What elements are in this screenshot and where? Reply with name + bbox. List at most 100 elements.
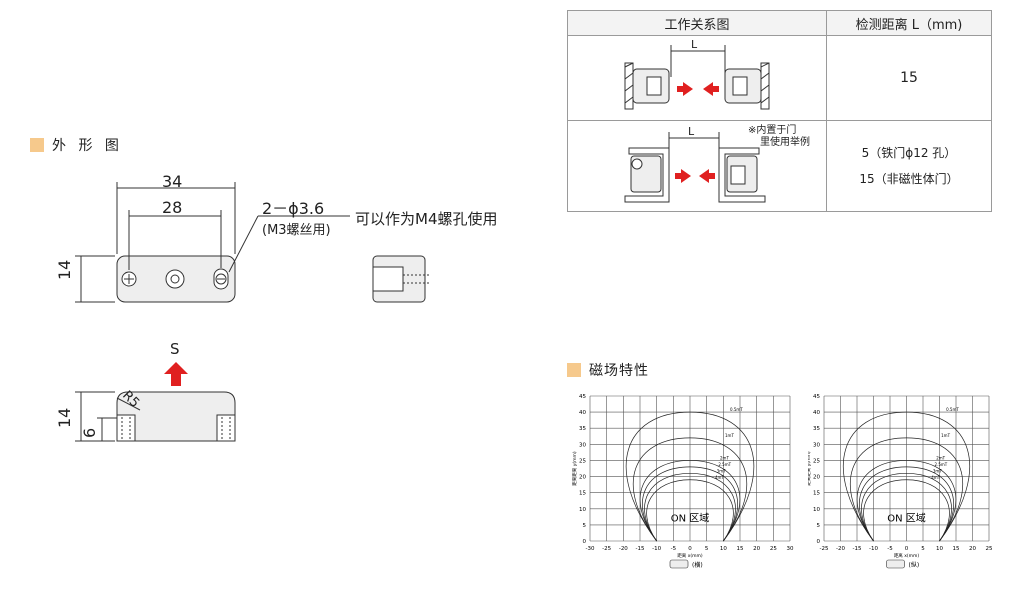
note-line-2: 里使用举例 [760,137,810,148]
curve-label: 0.5mT [730,407,743,412]
x-tick-label: 20 [753,546,760,552]
y-tick-label: 45 [579,394,586,400]
curve-label: 0.5mT [946,407,959,412]
x-tick-label: -5 [671,546,677,552]
hole-spec-label: 2－ϕ3.6 [262,199,325,218]
orientation-icon [886,559,905,569]
field-curve [849,437,964,542]
field-curve [625,411,755,542]
y-tick-label: 40 [579,410,586,416]
x-tick-label: -20 [836,546,845,552]
dim-14-top-label: 14 [55,259,74,280]
col-header-diagram: 工作关系图 [567,10,827,36]
curve-label: 2mT [936,455,945,460]
y-tick-label: 40 [813,410,820,416]
y-tick-label: 5 [817,523,821,529]
x-tick-label: -5 [887,546,893,552]
y-tick-label: 20 [579,475,586,481]
field-curve [856,460,957,542]
y-tick-label: 5 [583,523,587,529]
x-tick-label: 20 [969,546,976,552]
field-curve [861,472,952,542]
outline-drawing [75,182,430,442]
section-marker-icon [567,363,581,377]
curve-label: 4mT [715,475,724,480]
y-tick-label: 45 [813,394,820,400]
on-zone-label: ON 区域 [887,512,926,525]
x-axis-label: 距离 x(mm) [677,552,703,559]
field-curve [632,437,748,542]
x-tick-label: 5 [921,546,925,552]
diagram-1-L-label: L [691,38,698,51]
y-tick-label: 10 [579,507,586,513]
distance-value-2b: 15（非磁性体门） [859,172,959,186]
field-curve [641,466,739,542]
x-tick-label: -20 [619,546,628,552]
dim-14-side-label: 14 [55,407,74,428]
x-tick-label: 15 [737,546,744,552]
diagram-2-L-label: L [688,125,695,138]
x-tick-label: 30 [787,546,794,552]
pole-s-label: S [170,340,180,358]
y-tick-label: 25 [579,458,586,464]
y-tick-label: 15 [579,491,586,497]
on-zone-label: ON 区域 [671,512,710,525]
curve-label: 3mT [717,468,726,473]
diagram-2-note: ※内置于门 里使用举例 [748,125,810,149]
y-tick-label: 10 [813,507,820,513]
x-tick-label: -25 [602,546,611,552]
table-row: L ※内置于门 里使用举例 5（铁门ϕ12 孔） 15（非磁性体门） [567,120,992,212]
pole-arrow-icon [164,362,188,386]
y-tick-label: 30 [579,442,586,448]
diagram-cell-1: L [567,35,827,121]
dim-28-label: 28 [162,198,183,217]
dim-6-label: 6 [80,427,99,438]
x-tick-label: 25 [986,546,993,552]
hole-note-label: (M3螺丝用) [262,223,331,238]
x-tick-label: 15 [953,546,960,552]
distance-value-cell-2: 5（铁门ϕ12 孔） 15（非磁性体门） [826,120,992,212]
operation-diagram-2 [624,132,766,203]
spec-table: 工作关系图 检测距离 L（mm) L 15 [567,10,992,212]
x-tick-label: -25 [820,546,829,552]
magnetic-title-text: 磁场特性 [589,363,649,379]
field-curve [842,411,971,542]
chart-caption: (纵) [909,562,920,569]
x-tick-label: 10 [936,546,943,552]
chart-caption: (横) [692,561,703,569]
x-tick-label: -30 [586,546,595,552]
col-header-distance: 检测距离 L（mm) [826,10,992,36]
field-curve [863,479,950,542]
curve-label: 2mT [720,455,729,460]
field-curve [639,460,741,542]
curve-label: 2.5mT [718,462,731,467]
curve-label: 1mT [725,433,734,438]
y-tick-label: 15 [813,491,820,497]
x-tick-label: 0 [905,546,909,552]
curve-label: 1mT [941,433,950,438]
x-tick-label: -10 [869,546,878,552]
y-tick-label: 20 [813,475,820,481]
magnetic-section-title: 磁场特性 [567,360,649,380]
field-curve [858,466,955,542]
y-axis-label: 距离距离 y(mm) [808,451,812,486]
x-tick-label: -15 [636,546,645,552]
diagram-cell-2: L ※内置于门 里使用举例 [567,120,827,212]
hole-desc-label: 可以作为M4螺孔使用 [355,210,498,228]
x-tick-label: 5 [705,546,709,552]
x-tick-label: -15 [853,546,862,552]
x-tick-label: 25 [770,546,777,552]
curve-label: 2.5mT [935,462,948,467]
y-tick-label: 35 [813,426,820,432]
dim-34-label: 34 [162,172,183,191]
orientation-icon [669,559,689,569]
x-axis-label: 距离 x(mm) [894,552,920,559]
y-tick-label: 25 [813,458,820,464]
section-marker-icon [30,138,44,152]
operation-diagram-1 [624,45,770,110]
field-curve [644,472,736,542]
x-tick-label: 0 [688,546,692,552]
outline-section-title: 外 形 图 [30,135,123,155]
